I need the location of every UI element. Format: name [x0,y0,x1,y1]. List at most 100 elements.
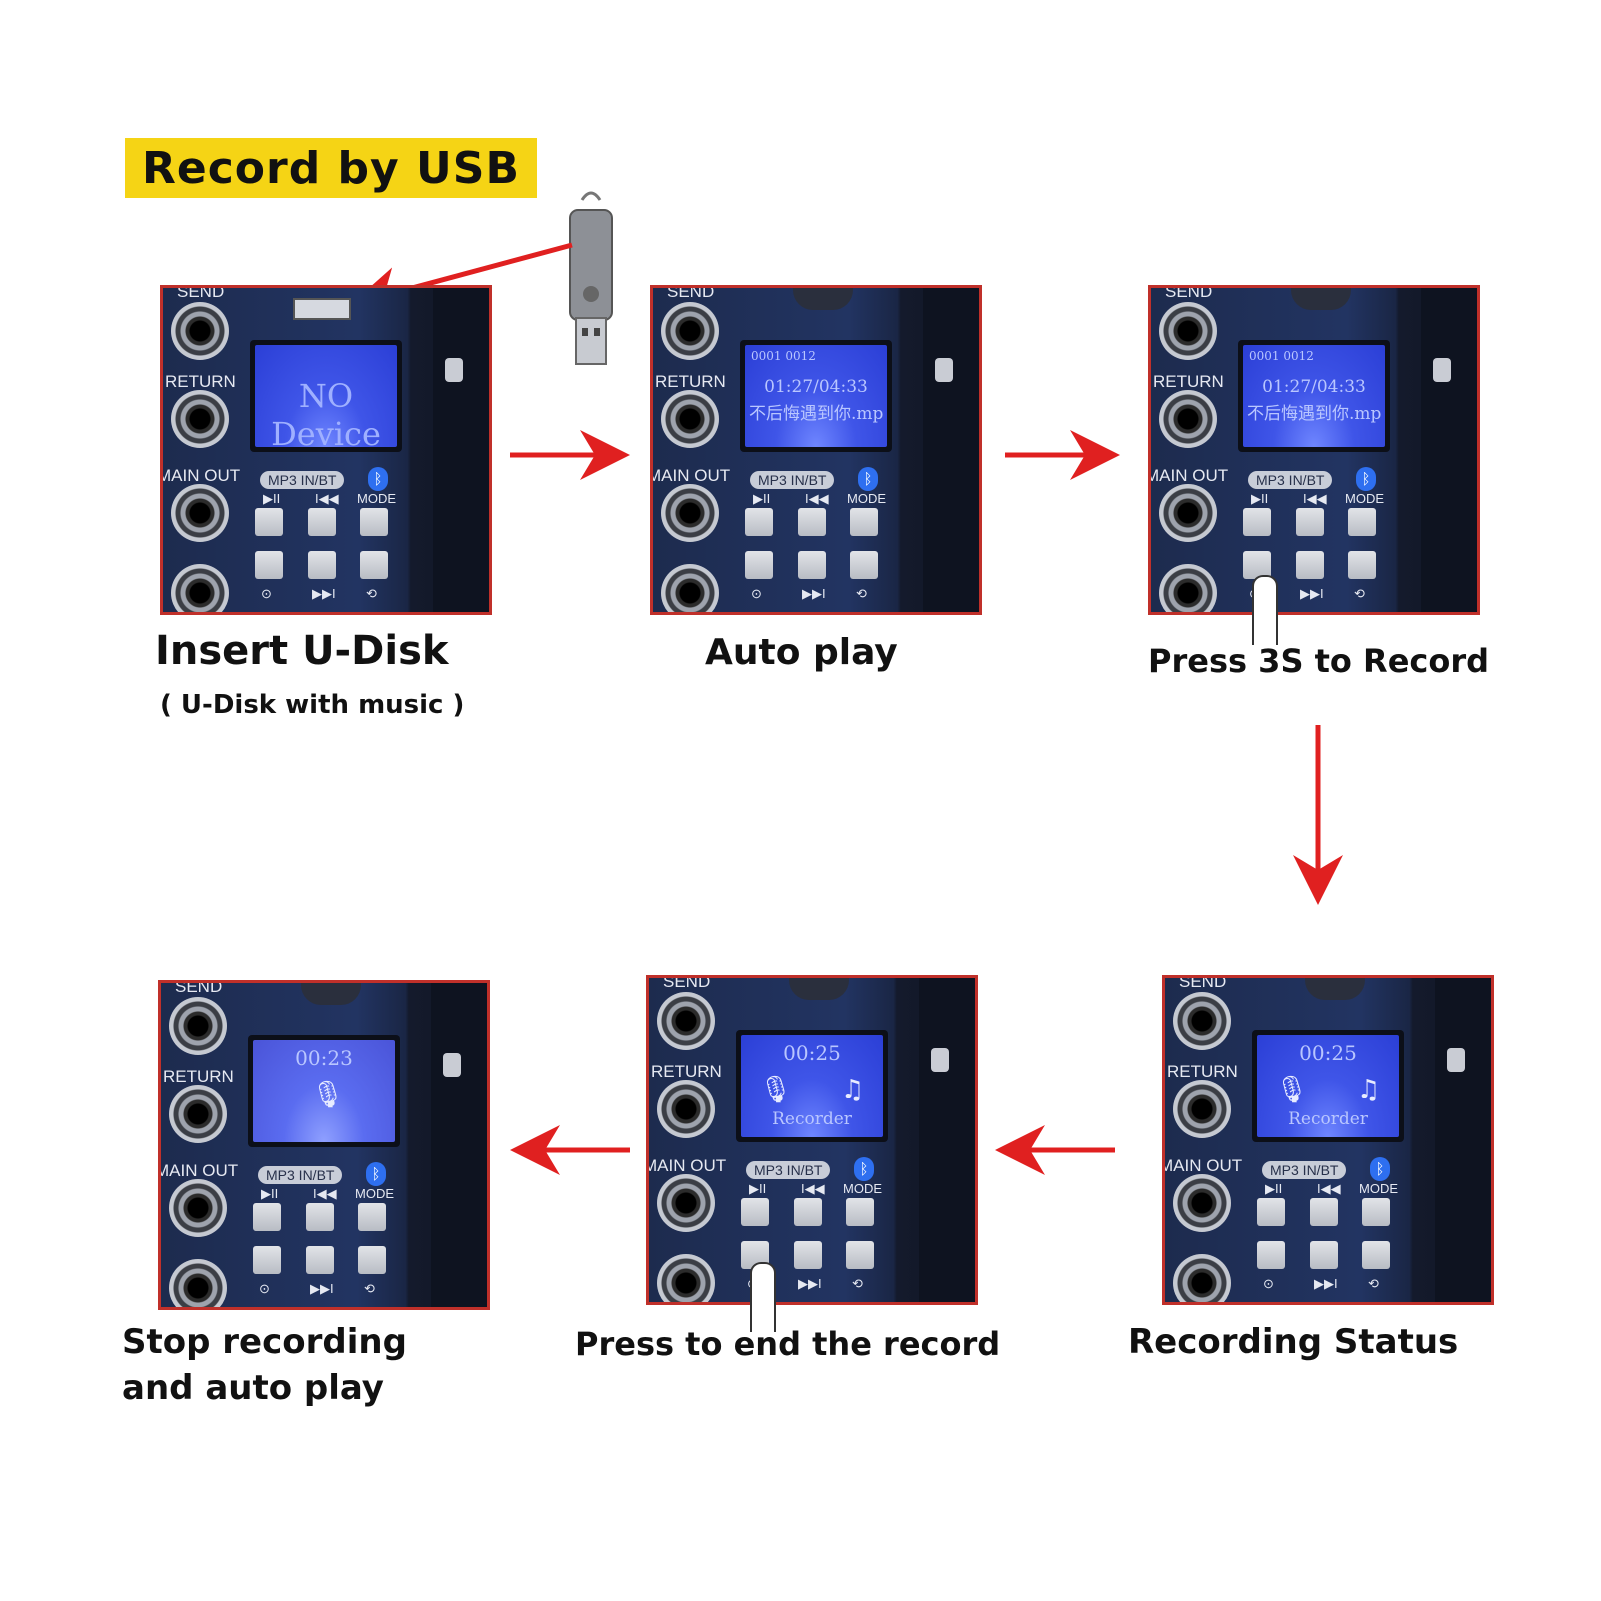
lcd-recorder-label: Recorder [1288,1109,1368,1129]
play-pause-button[interactable] [1243,508,1271,536]
play-pause-button[interactable] [1257,1198,1285,1226]
play-pause-icon: ▶II [1251,491,1269,506]
repeat-icon: ⟲ [366,586,377,601]
lcd-play-time: 01:27/04:33 [764,377,868,397]
step6-caption-line2: and auto play [122,1368,384,1408]
main-out-jack [657,1174,715,1232]
lcd-rec-time: 00:25 [783,1041,841,1065]
next-button[interactable] [1310,1241,1338,1269]
send-label: SEND [177,285,225,301]
step3-caption: Press 3S to Record [1148,642,1490,680]
page-title: Record by USB [142,142,520,194]
record-button[interactable] [255,551,283,579]
prev-button[interactable] [794,1198,822,1226]
record-icon: ⊙ [751,586,762,601]
lcd-track-counter: 0001 0012 [751,349,816,363]
repeat-icon: ⟲ [856,586,867,601]
play-pause-button[interactable] [745,508,773,536]
xlr-connector [789,978,849,1000]
mode-button[interactable] [360,508,388,536]
usb-port [293,298,351,320]
record-icon: ⊙ [261,586,272,601]
return-jack [661,390,719,448]
return-label: RETURN [651,1062,722,1081]
prev-button[interactable] [308,508,336,536]
lcd-track-name: 不后悔遇到你.mp [749,404,884,424]
bluetooth-icon: ᛒ [1356,467,1376,491]
send-jack [171,302,229,360]
return-label: RETURN [165,372,236,391]
lcd-play-time: 01:27/04:33 [1262,377,1366,397]
play-pause-icon: ▶II [1265,1181,1283,1196]
next-button[interactable] [308,551,336,579]
microphone-icon: 🎙 [1275,1075,1309,1105]
lcd-screen: 00:25 🎙 ♫ Recorder [736,1030,888,1142]
main-out-label: MAIN OUT [158,1161,239,1180]
panel-recording-status: SEND RETURN MAIN OUT 00:25 🎙 ♫ Recorder … [1162,975,1494,1305]
microphone-icon: 🎙 [759,1075,793,1105]
record-button[interactable] [745,551,773,579]
main-out-jack-2 [169,1259,227,1307]
prev-icon: I◀◀ [313,1186,337,1201]
prev-button[interactable] [306,1203,334,1231]
send-label: SEND [175,980,223,996]
mode-button[interactable] [1348,508,1376,536]
record-button[interactable] [1243,551,1271,579]
headphone-icon: ♫ [1357,1075,1381,1105]
send-jack [1173,992,1231,1050]
lcd-track-counter: 0001 0012 [1249,349,1314,363]
bluetooth-icon: ᛒ [858,467,878,491]
lcd-rec-time: 00:25 [1299,1041,1357,1065]
repeat-icon: ⟲ [1354,586,1365,601]
prev-button[interactable] [1310,1198,1338,1226]
send-jack [661,302,719,360]
mode-button[interactable] [846,1198,874,1226]
repeat-icon: ⟲ [364,1281,375,1296]
prev-icon: I◀◀ [805,491,829,506]
prev-icon: I◀◀ [1317,1181,1341,1196]
step1-caption: Insert U-Disk [155,628,449,674]
bluetooth-icon: ᛒ [366,1162,386,1186]
repeat-button[interactable] [1362,1241,1390,1269]
lcd-track-name: 不后悔遇到你.mp [1247,404,1382,424]
play-pause-button[interactable] [253,1203,281,1231]
return-jack [657,1080,715,1138]
xlr-connector [793,288,853,310]
headphone-icon: ♫ [841,1075,865,1105]
repeat-button[interactable] [360,551,388,579]
play-pause-button[interactable] [741,1198,769,1226]
prev-icon: I◀◀ [315,491,339,506]
prev-button[interactable] [1296,508,1324,536]
record-icon: ⊙ [1263,1276,1274,1291]
next-button[interactable] [798,551,826,579]
main-out-jack [171,484,229,542]
prev-button[interactable] [798,508,826,536]
next-button[interactable] [306,1246,334,1274]
mode-button[interactable] [850,508,878,536]
main-out-jack-2 [661,564,719,612]
repeat-button[interactable] [846,1241,874,1269]
send-label: SEND [1165,285,1213,301]
record-icon: ⊙ [259,1281,270,1296]
record-button[interactable] [253,1246,281,1274]
send-jack [657,992,715,1050]
repeat-button[interactable] [850,551,878,579]
mode-button[interactable] [358,1203,386,1231]
title-badge: Record by USB [125,138,537,198]
next-button[interactable] [1296,551,1324,579]
next-button[interactable] [794,1241,822,1269]
mode-button[interactable] [1362,1198,1390,1226]
repeat-button[interactable] [1348,551,1376,579]
lcd-recorder-label: Recorder [772,1109,852,1129]
repeat-button[interactable] [358,1246,386,1274]
repeat-icon: ⟲ [852,1276,863,1291]
next-icon: ▶▶I [310,1281,334,1296]
play-pause-button[interactable] [255,508,283,536]
record-button[interactable] [1257,1241,1285,1269]
lcd-screen: 0001 0012 01:27/04:33 不后悔遇到你.mp [1238,340,1390,452]
main-out-label: MAIN OUT [1162,1156,1243,1175]
play-pause-icon: ▶II [753,491,771,506]
pressing-finger-icon [750,1262,776,1332]
lcd-screen: 00:23 🎙 [248,1035,400,1147]
step4-caption: Recording Status [1128,1322,1459,1362]
